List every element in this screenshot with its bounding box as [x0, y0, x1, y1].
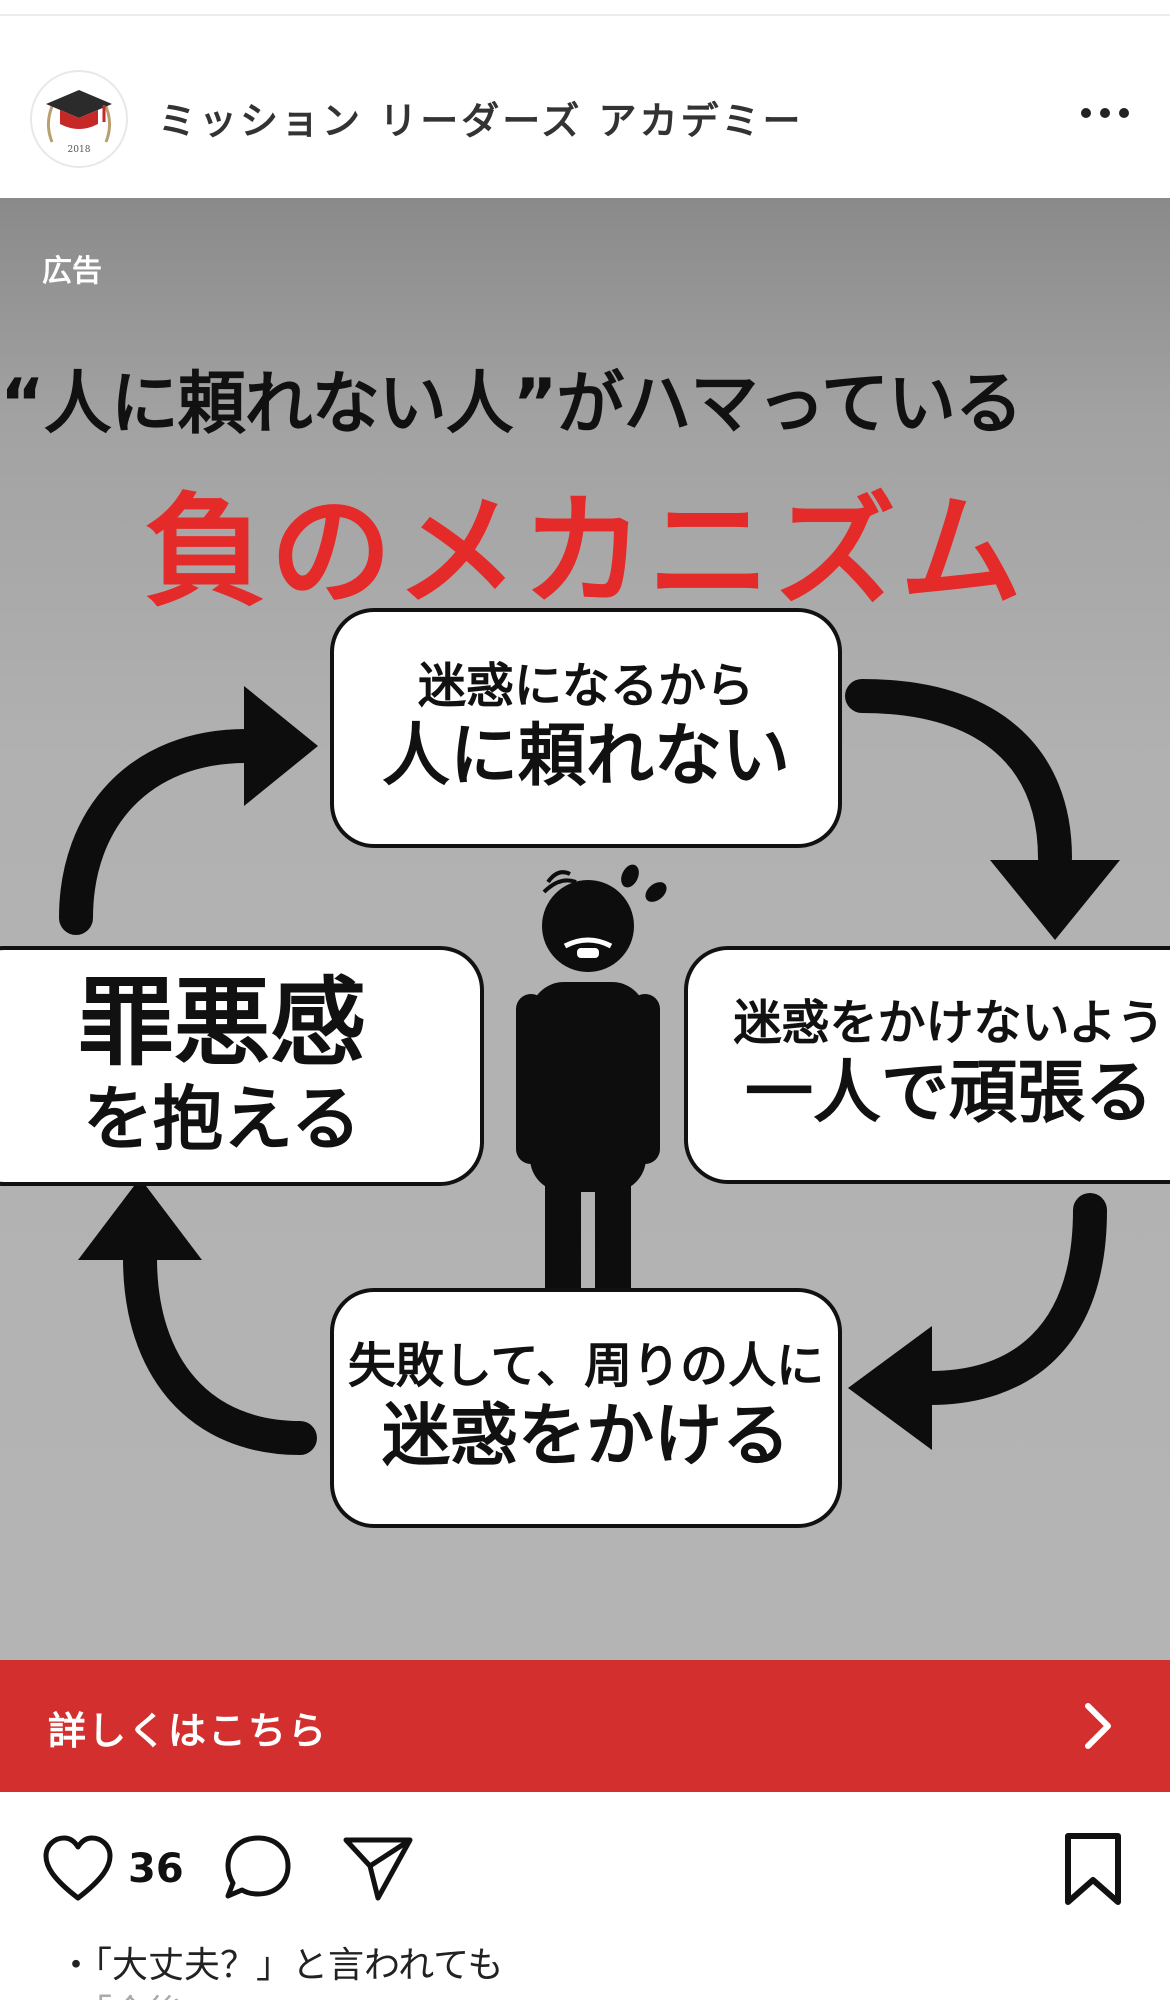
- more-options-button[interactable]: [1072, 88, 1142, 138]
- like-button[interactable]: [40, 1832, 116, 1908]
- caption-line-truncated: ・「今後...: [58, 1984, 218, 2000]
- comment-button[interactable]: [220, 1830, 296, 1906]
- cycle-step-2: 迷惑をかけないよう 一人で頑張る: [684, 946, 1170, 1184]
- caption-line: ・「大丈夫？」と言われても: [58, 1945, 504, 1986]
- more-icon: [1081, 108, 1129, 118]
- cycle-step-3-big: 迷惑をかける: [381, 1397, 790, 1476]
- svg-text:2018: 2018: [68, 145, 91, 155]
- cycle-step-2-big: 一人で頑張る: [744, 1054, 1153, 1133]
- avatar[interactable]: 2018: [30, 70, 128, 168]
- arrow-right-bottom-icon: [913, 1193, 1107, 1405]
- action-bar: 36: [0, 1792, 1170, 1942]
- arrow-top-right-icon: [845, 679, 1072, 875]
- comment-icon: [225, 1835, 291, 1899]
- learn-more-button[interactable]: 詳しくはこちら: [0, 1660, 1170, 1792]
- post-header: 2018 ミッション リーダーズ アカデミー: [0, 60, 1170, 170]
- ad-image[interactable]: 広告 “人に頼れない人”がハマっている 負のメカニズム: [0, 198, 1170, 1660]
- save-button[interactable]: [1058, 1830, 1128, 1910]
- chevron-right-icon: [1085, 1703, 1111, 1749]
- cycle-step-3-small: 失敗して、周りの人に: [347, 1338, 825, 1395]
- arrow-bottom-left-icon: [123, 1241, 317, 1455]
- mortarboard-logo-icon: 2018: [33, 73, 125, 165]
- bookmark-icon: [1065, 1833, 1121, 1905]
- cycle-step-4-big: 罪悪感: [78, 967, 366, 1080]
- cycle-step-1-small: 迷惑になるから: [417, 658, 754, 715]
- cycle-step-3: 失敗して、周りの人に 迷惑をかける: [330, 1288, 842, 1528]
- headline: “人に頼れない人”がハマっている: [0, 365, 1023, 444]
- top-divider: [0, 14, 1170, 16]
- share-icon: [343, 1837, 413, 1901]
- cycle-step-1-big: 人に頼れない: [381, 717, 790, 796]
- like-count: 36: [128, 1846, 184, 1892]
- cycle-step-4: 罪悪感 を抱える: [0, 946, 484, 1186]
- ad-label: 広告: [42, 254, 102, 289]
- account-name[interactable]: ミッション リーダーズ アカデミー: [158, 99, 804, 143]
- cycle-step-4-small: を抱える: [83, 1077, 361, 1160]
- cycle-step-2-small: 迷惑をかけないよう: [733, 995, 1165, 1052]
- mechanism-title: 負のメカニズム: [144, 481, 1026, 623]
- share-button[interactable]: [340, 1830, 416, 1906]
- cycle-step-1: 迷惑になるから 人に頼れない: [330, 608, 842, 848]
- arrow-left-top-icon: [59, 729, 263, 935]
- worried-person-icon: [516, 864, 667, 1358]
- learn-more-label: 詳しくはこちら: [48, 1709, 329, 1753]
- heart-icon: [43, 1835, 113, 1901]
